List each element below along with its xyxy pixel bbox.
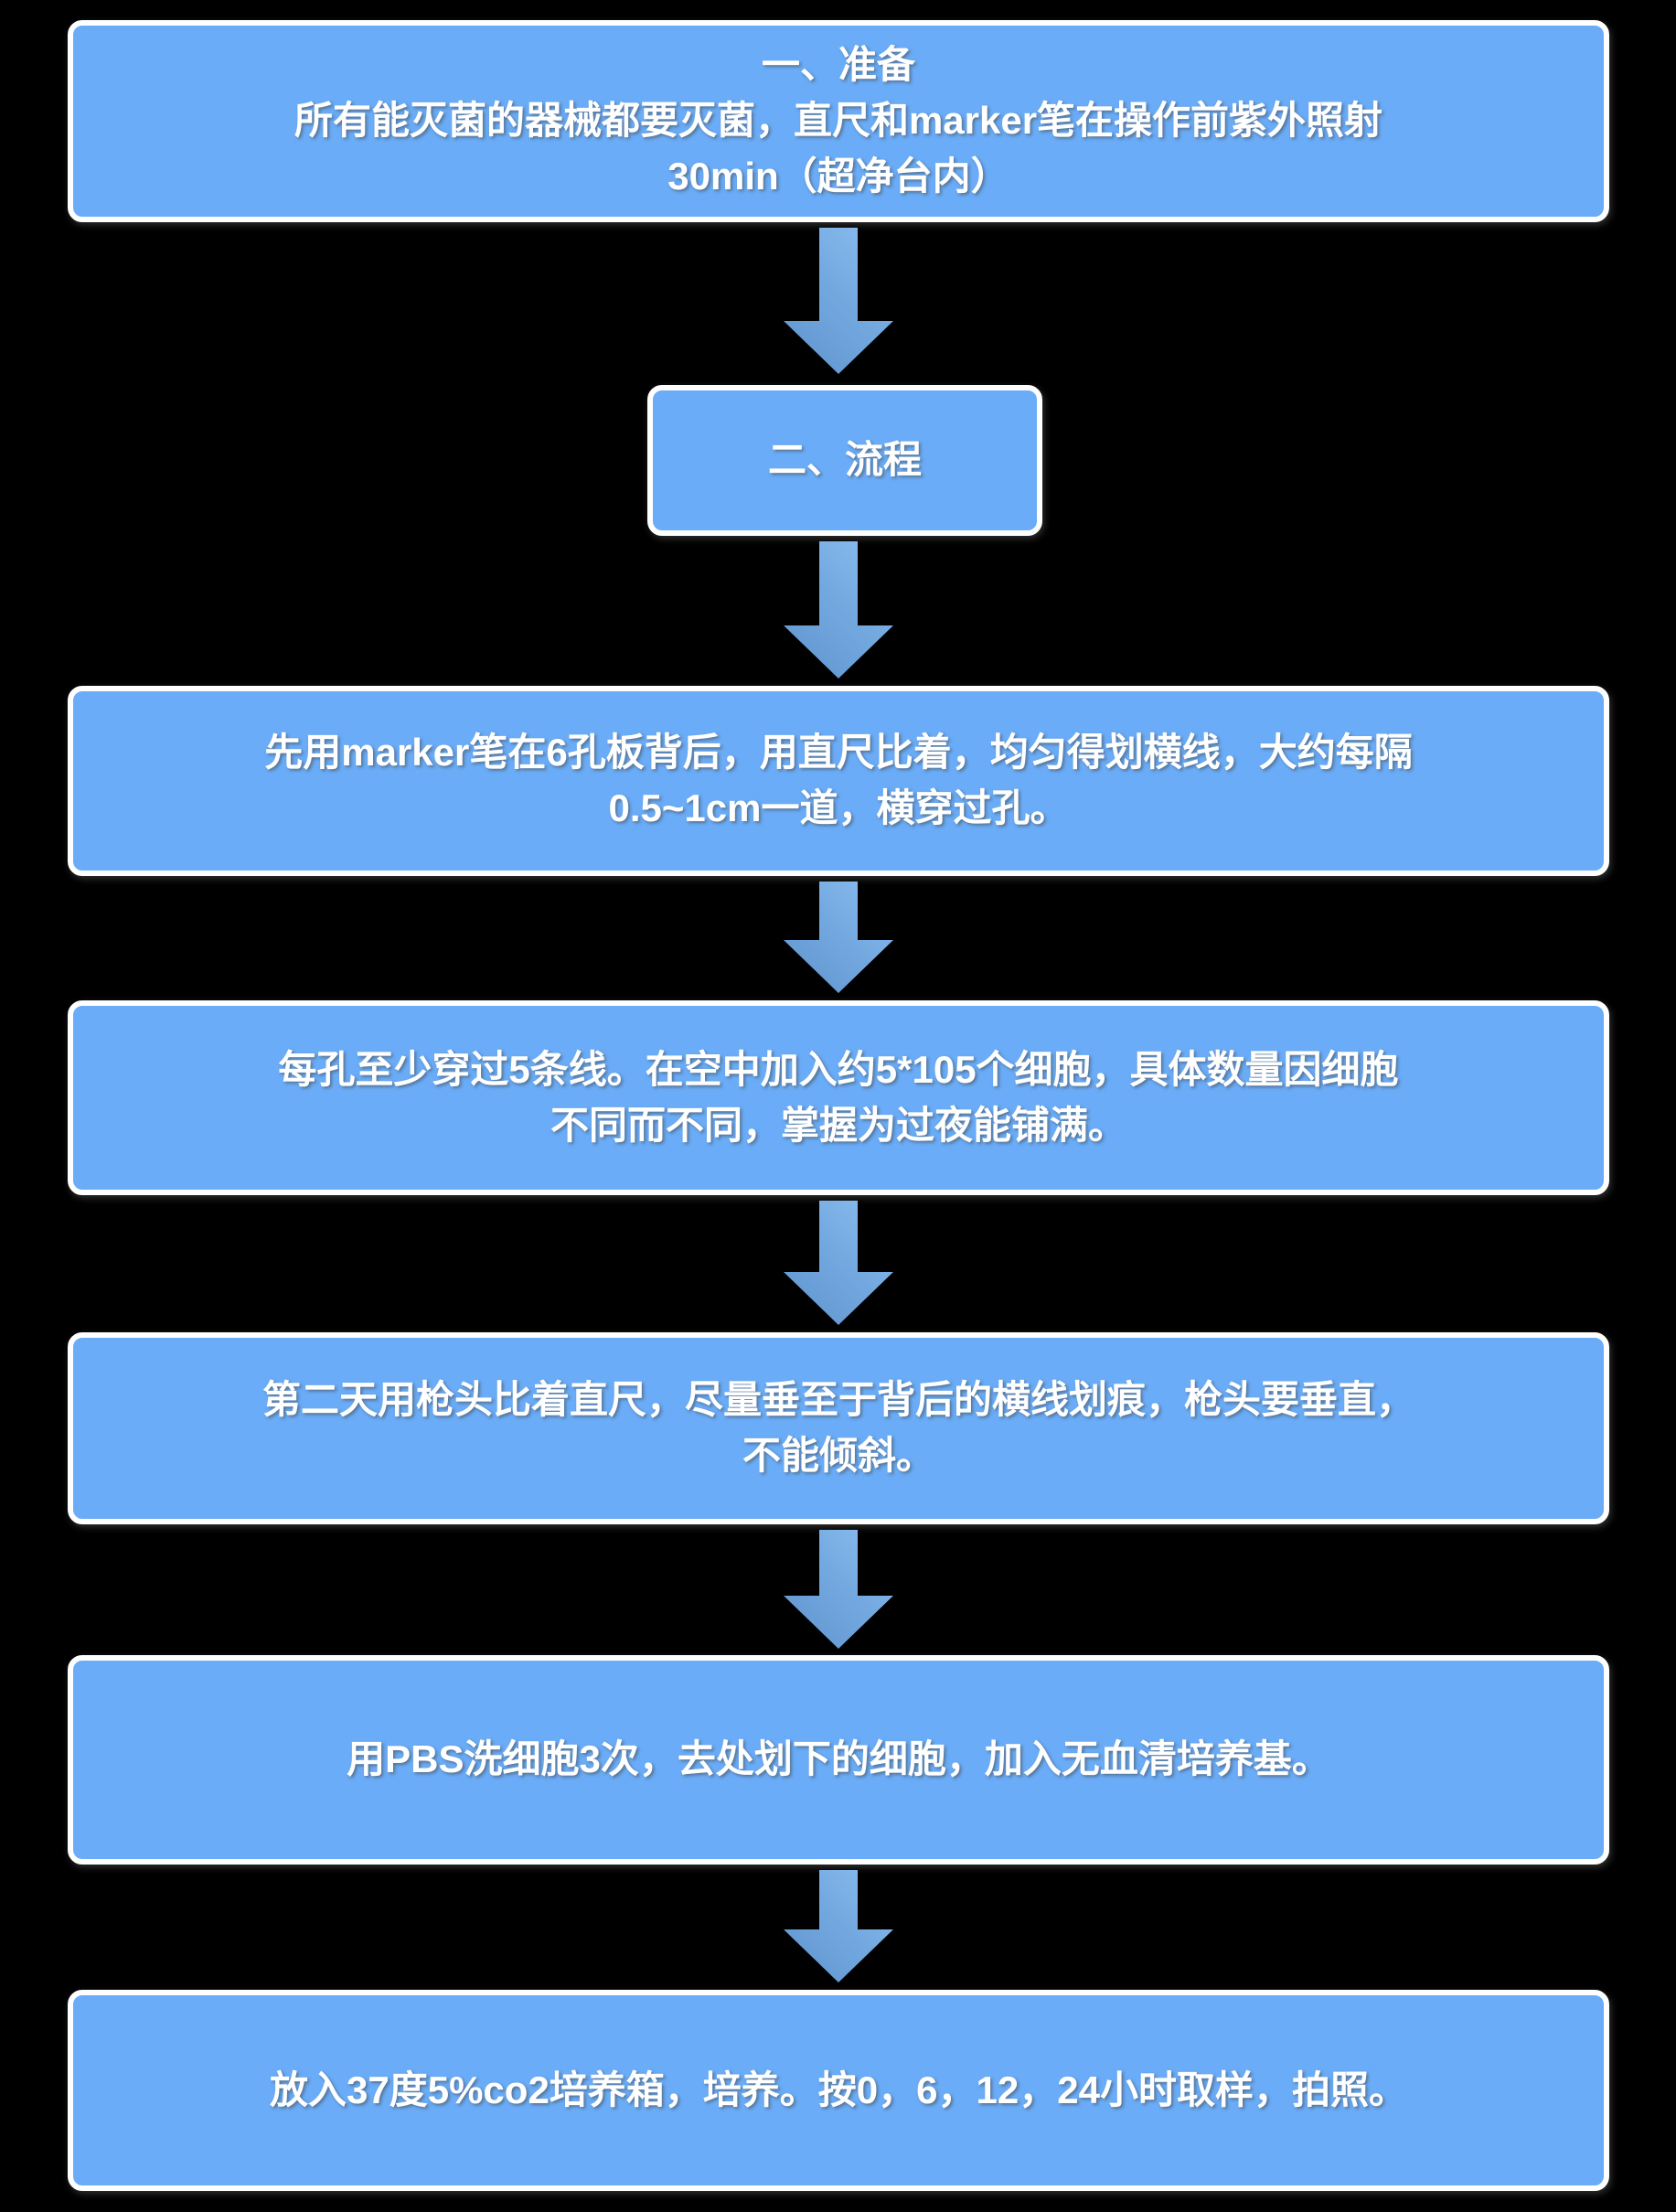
node-text-line: 0.5~1cm一道，横穿过孔。 [608, 786, 1069, 829]
node-scratch: 第二天用枪头比着直尺，尽量垂至于背后的横线划痕，枪头要垂直， 不能倾斜。 [68, 1332, 1609, 1524]
node-text-line: 用PBS洗细胞3次，去处划下的细胞，加入无血清培养基。 [347, 1737, 1330, 1781]
node-text-line: 放入37度5%co2培养箱，培养。按0，6，12，24小时取样，拍照。 [270, 2068, 1407, 2111]
node-text-line: 30min（超净台内） [667, 154, 1009, 198]
node-prepare: 一、准备 所有能灭菌的器械都要灭菌，直尺和marker笔在操作前紫外照射 30m… [68, 20, 1609, 222]
down-arrow-icon [784, 1530, 893, 1649]
down-arrow-icon [784, 1201, 893, 1325]
down-arrow-icon [784, 1870, 893, 1982]
node-incubate: 放入37度5%co2培养箱，培养。按0，6，12，24小时取样，拍照。 [68, 1990, 1609, 2191]
node-text-line: 第二天用枪头比着直尺，尽量垂至于背后的横线划痕，枪头要垂直， [262, 1378, 1414, 1422]
down-arrow-icon [784, 541, 893, 679]
node-text-line: 不能倾斜。 [742, 1434, 934, 1477]
node-draw-lines: 先用marker笔在6孔板背后，用直尺比着，均匀得划横线，大约每隔 0.5~1c… [68, 686, 1609, 876]
down-arrow-icon [784, 882, 893, 993]
node-text-line: 每孔至少穿过5条线。在空中加入约5*105个细胞，具体数量因细胞 [278, 1047, 1399, 1091]
node-process: 二、流程 [647, 385, 1042, 536]
node-text-line: 一、准备 [761, 43, 915, 87]
node-wash: 用PBS洗细胞3次，去处划下的细胞，加入无血清培养基。 [68, 1655, 1609, 1865]
node-seed-cells: 每孔至少穿过5条线。在空中加入约5*105个细胞，具体数量因细胞 不同而不同，掌… [68, 1000, 1609, 1195]
node-text-line: 不同而不同，掌握为过夜能铺满。 [550, 1103, 1126, 1147]
node-text-line: 先用marker笔在6孔板背后，用直尺比着，均匀得划横线，大约每隔 [264, 731, 1413, 775]
node-text-line: 所有能灭菌的器械都要灭菌，直尺和marker笔在操作前紫外照射 [294, 99, 1383, 143]
node-text-line: 二、流程 [767, 438, 922, 482]
down-arrow-icon [784, 228, 893, 374]
